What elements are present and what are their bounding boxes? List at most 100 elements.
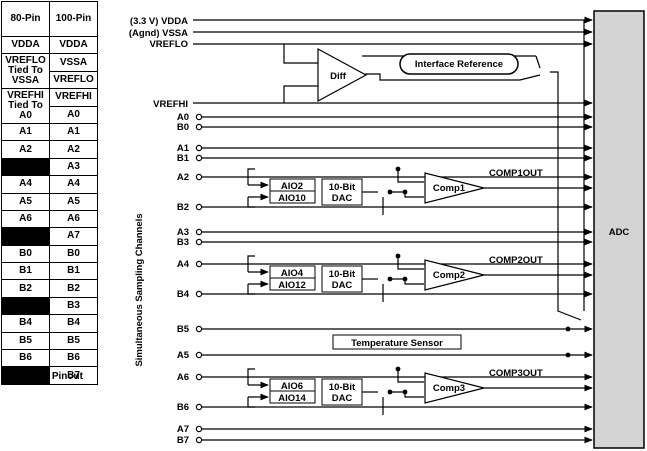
dac-label-line1: 10-Bit (329, 182, 356, 193)
adc-block (593, 10, 645, 449)
pin-terminal (195, 325, 203, 333)
vreflo-label: VREFLO (149, 39, 188, 50)
input-label-a1: A1 (177, 143, 190, 154)
interface-reference-label: Interface Reference (415, 59, 503, 70)
junction-dot (395, 253, 401, 259)
dac-box (321, 178, 363, 206)
input-label-b3: B3 (177, 237, 189, 248)
interface-reference-block (399, 53, 519, 75)
input-label-b1: B1 (177, 153, 190, 164)
pinout-cell-unavailable (1, 157, 50, 177)
dac-label-line2: DAC (332, 280, 353, 291)
junction-dot (402, 189, 408, 195)
junction-dot (395, 366, 401, 372)
input-label-a2: A2 (177, 172, 189, 183)
pin-terminal (195, 260, 203, 268)
comparator-label: Comp3 (433, 383, 465, 394)
input-label-b7: B7 (177, 435, 189, 446)
pinout-cell: B7 (49, 366, 98, 385)
aio-bottom-label: AIO12 (278, 280, 305, 291)
supply-wires (193, 16, 593, 321)
pin-terminal (195, 238, 203, 246)
pin-terminal (195, 123, 203, 131)
vrefhi-label: VREFHI (153, 99, 188, 110)
pin-terminal (195, 403, 203, 411)
comparator-output-label: COMP1OUT (489, 168, 543, 179)
pin-terminal (195, 173, 203, 181)
comparator-blocks: AIO2AIO1010-BitDACComp1COMP1OUTAIO4AIO12… (247, 166, 593, 415)
pin-terminal (195, 290, 203, 298)
pin-terminal (195, 351, 203, 359)
comparator-triangle (424, 372, 485, 404)
dac-box (321, 378, 363, 406)
junction-dot (387, 276, 393, 282)
temperature-sensor-block (332, 334, 462, 350)
pin-terminal (195, 425, 203, 433)
aio-bottom-box (269, 190, 316, 204)
aio-top-label: AIO6 (281, 381, 303, 392)
pinout-row: A7 (1, 227, 98, 246)
pin-terminal (195, 154, 203, 162)
comparator-output-label: COMP2OUT (489, 255, 543, 266)
aio-top-label: AIO2 (281, 181, 303, 192)
pin-terminal (195, 436, 203, 444)
comparator-triangle (424, 259, 485, 291)
junction-dot (565, 326, 571, 332)
comparator-label: Comp1 (433, 183, 466, 194)
input-label-a3: A3 (177, 227, 189, 238)
junction-dot (402, 276, 408, 282)
pinout-header-0: 80-Pin (1, 1, 50, 37)
pin-terminal (195, 228, 203, 236)
aio-bottom-box (269, 390, 316, 404)
pinout-row: A3 (1, 157, 98, 177)
input-label-b6: B6 (177, 402, 189, 413)
junction-dot (387, 389, 393, 395)
pin-terminal (195, 113, 203, 121)
vdda-supply-label: (3.3 V) VDDA (130, 16, 188, 27)
junction-dot (387, 189, 393, 195)
input-label-a6: A6 (177, 372, 189, 383)
input-label-b2: B2 (177, 202, 189, 213)
pinout-row: B7 (1, 366, 98, 385)
aio-bottom-label: AIO10 (278, 193, 305, 204)
temperature-sensor-label: Temperature Sensor (351, 338, 443, 349)
dac-label-line2: DAC (332, 393, 353, 404)
input-label-b5: B5 (177, 324, 190, 335)
comparator-triangle (424, 172, 485, 204)
pin-terminal (195, 373, 203, 381)
diff-label: Diff (330, 71, 347, 82)
junction-dot (565, 352, 571, 358)
comparator-label: Comp2 (433, 270, 465, 281)
pinout-caption: Signal Pinout (19, 371, 83, 382)
pinout-cell-unavailable (1, 366, 50, 385)
input-label-b4: B4 (177, 289, 190, 300)
aio-top-label: AIO4 (281, 268, 304, 279)
pin-terminal (195, 144, 203, 152)
dac-label-line2: DAC (332, 193, 353, 204)
pin-terminal (195, 203, 203, 211)
aio-bottom-box (269, 277, 316, 291)
pinout-cell: VREFHI (49, 88, 98, 107)
input-label-a4: A4 (177, 259, 190, 270)
dac-label-line1: 10-Bit (329, 382, 356, 393)
aio-bottom-label: AIO14 (278, 393, 306, 404)
pinout-cell: A1 (49, 122, 98, 142)
adc-label: ADC (609, 227, 630, 238)
junction-dot (402, 389, 408, 395)
comparator-output-label: COMP3OUT (489, 368, 543, 379)
input-label-a7: A7 (177, 424, 189, 435)
dac-label-line1: 10-Bit (329, 269, 356, 280)
